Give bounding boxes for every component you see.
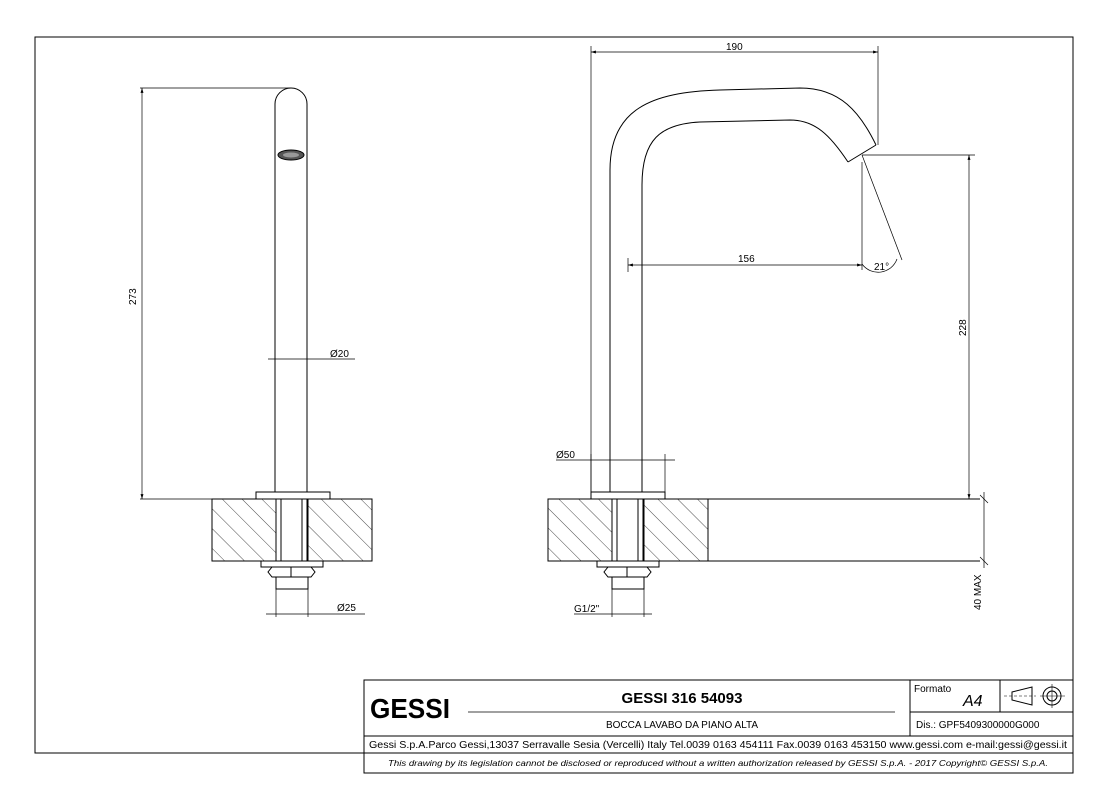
- front-view-max-thickness-label: 40 MAX: [973, 574, 984, 610]
- company-info: Gessi S.p.A.Parco Gessi,13037 Serravalle…: [369, 740, 1067, 751]
- front-view-flange: [590, 491, 666, 500]
- front-view-countertop-right: [643, 498, 709, 562]
- format-caption: Formato: [914, 684, 952, 695]
- side-view-countertop-right: [307, 498, 373, 562]
- drawing-frame: [34, 36, 1074, 754]
- side-view-tube: [274, 87, 308, 492]
- front-view: [547, 46, 989, 617]
- side-view-nut: [260, 560, 324, 568]
- side-view-tube-diameter-label: Ø20: [330, 349, 349, 360]
- front-view-base-diameter-label: Ø50: [556, 450, 575, 461]
- side-view: [140, 87, 373, 617]
- side-view-height-label: 273: [128, 288, 139, 305]
- projection-method-icon: [1004, 684, 1065, 708]
- front-view-reach-label: 190: [726, 42, 743, 53]
- dimension-angle-line: [861, 154, 903, 261]
- product-code: GESSI 316 54093: [622, 690, 743, 707]
- title-block: [363, 679, 1074, 774]
- front-view-thread-label: G1/2": [574, 604, 600, 615]
- gessi-logo: GESSI: [370, 693, 450, 724]
- front-view-inner-reach-label: 156: [738, 254, 755, 265]
- side-view-threaded-end: [275, 576, 309, 590]
- front-view-angle-label: 21°: [874, 262, 889, 273]
- front-view-nut: [596, 560, 660, 568]
- front-view-countertop-left: [547, 498, 613, 562]
- side-view-shank-diameter-label: Ø25: [337, 603, 356, 614]
- spout-inner-contour: [641, 119, 849, 492]
- spout-outer-contour: [609, 87, 877, 492]
- legal-notice: This drawing by its legislation cannot b…: [388, 759, 1048, 768]
- side-view-countertop-left: [211, 498, 277, 562]
- product-description: BOCCA LAVABO DA PIANO ALTA: [606, 720, 758, 731]
- side-view-flange: [255, 491, 331, 500]
- drawing-number: Dis.: GPF5409300000G000: [916, 720, 1040, 731]
- front-view-threaded-end: [611, 576, 645, 590]
- front-view-spout-height-label: 228: [958, 319, 969, 336]
- format-value: A4: [962, 693, 983, 710]
